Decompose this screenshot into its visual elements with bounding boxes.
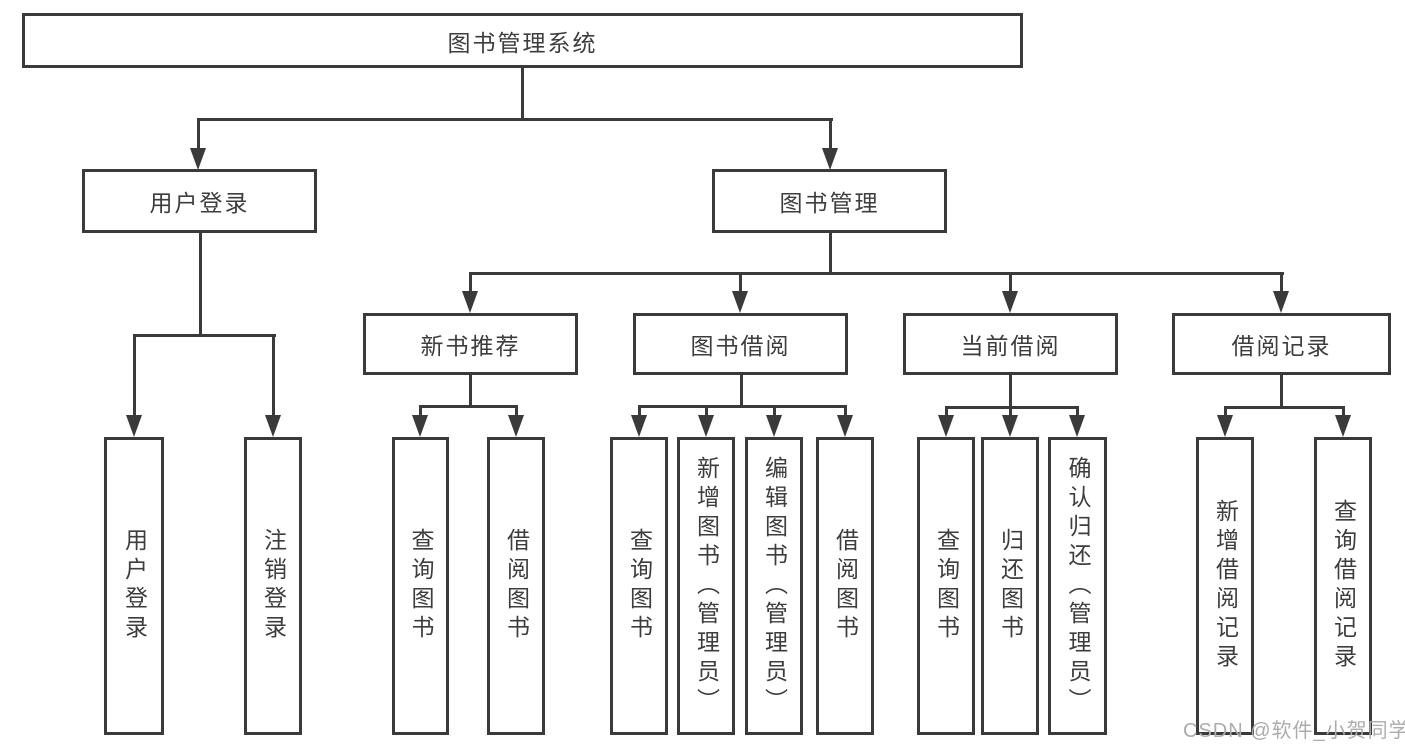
- edge-line: [468, 273, 472, 293]
- edge-line: [843, 406, 847, 416]
- arrow-down-icon: [732, 291, 748, 313]
- edge-line: [418, 404, 518, 408]
- leaf-borrow-book-2: 借阅图书: [816, 437, 874, 735]
- edge-line: [739, 375, 743, 407]
- node-root: 图书管理系统: [22, 13, 1023, 68]
- edge-line: [828, 233, 832, 274]
- edge-line: [198, 233, 202, 336]
- edge-line: [1223, 405, 1345, 409]
- leaf-return-book: 归还图书: [981, 437, 1039, 735]
- node-book-management: 图书管理: [712, 169, 947, 233]
- edge-line: [637, 406, 641, 416]
- leaf-borrow-book: 借阅图书: [487, 437, 545, 735]
- arrow-down-icon: [190, 148, 206, 170]
- arrow-down-icon: [631, 415, 647, 437]
- leaf-edit-book-admin: 编辑图书（管理员）: [745, 437, 803, 735]
- arrow-down-icon: [1273, 291, 1289, 313]
- edge-line: [196, 119, 200, 150]
- arrow-down-icon: [1217, 415, 1233, 437]
- arrow-down-icon: [126, 415, 142, 437]
- edge-line: [1341, 407, 1345, 416]
- node-borrow-records: 借阅记录: [1172, 313, 1391, 375]
- arrow-down-icon: [698, 415, 714, 437]
- edge-line: [772, 406, 776, 416]
- leaf-query-book: 查询图书: [392, 437, 449, 735]
- leaf-query-book-2: 查询图书: [610, 437, 668, 735]
- edge-line: [944, 405, 1079, 409]
- edge-line: [1279, 273, 1283, 293]
- leaf-user-login: 用户登录: [104, 437, 164, 735]
- arrow-down-icon: [462, 291, 478, 313]
- edge-line: [468, 271, 1284, 275]
- arrow-down-icon: [1069, 415, 1085, 437]
- edge-line: [637, 404, 847, 408]
- leaf-add-borrow-record: 新增借阅记录: [1196, 437, 1254, 735]
- edge-line: [468, 375, 472, 407]
- arrow-down-icon: [1002, 415, 1018, 437]
- node-new-book-recommend: 新书推荐: [363, 313, 578, 375]
- edge-line: [1008, 407, 1012, 416]
- watermark: CSDN @软件_小贺同学: [1183, 720, 1405, 742]
- edge-line: [828, 119, 832, 150]
- arrow-down-icon: [412, 415, 428, 437]
- node-current-borrow: 当前借阅: [903, 313, 1118, 375]
- edge-line: [520, 68, 524, 120]
- leaf-add-book-admin: 新增图书（管理员）: [677, 437, 735, 735]
- leaf-logout: 注销登录: [244, 437, 302, 735]
- edge-line: [944, 407, 948, 416]
- arrow-down-icon: [265, 415, 281, 437]
- arrow-down-icon: [938, 415, 954, 437]
- edge-line: [1008, 375, 1012, 408]
- edge-line: [738, 273, 742, 293]
- arrow-down-icon: [766, 415, 782, 437]
- arrow-down-icon: [508, 415, 524, 437]
- arrow-down-icon: [822, 148, 838, 170]
- leaf-query-book-3: 查询图书: [917, 437, 975, 735]
- leaf-confirm-return-admin: 确认归还（管理员）: [1048, 437, 1107, 735]
- node-user-login: 用户登录: [82, 169, 317, 233]
- arrow-down-icon: [1002, 291, 1018, 313]
- arrow-down-icon: [837, 415, 853, 437]
- edge-line: [132, 335, 136, 417]
- edge-line: [1223, 407, 1227, 416]
- edge-line: [1008, 273, 1012, 293]
- edge-line: [196, 117, 833, 121]
- arrow-down-icon: [1335, 415, 1351, 437]
- node-book-borrow: 图书借阅: [633, 313, 848, 375]
- edge-line: [514, 406, 518, 416]
- edge-line: [1279, 375, 1283, 408]
- edge-line: [132, 333, 276, 337]
- edge-line: [418, 406, 422, 416]
- edge-line: [704, 406, 708, 416]
- leaf-query-borrow-record: 查询借阅记录: [1314, 437, 1372, 735]
- edge-line: [271, 335, 275, 417]
- edge-line: [1075, 407, 1079, 416]
